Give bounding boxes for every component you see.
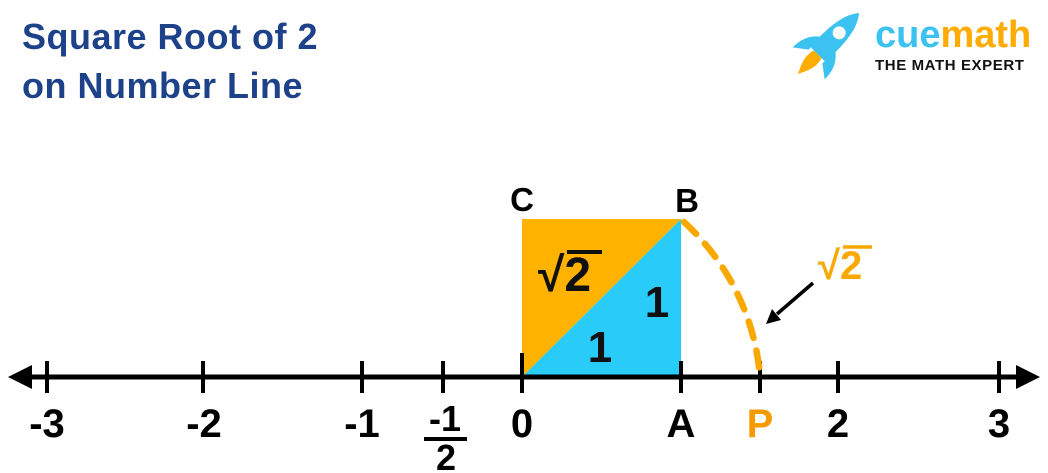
tick-labels: -3 -2 -1 0 A P 2 3 (29, 402, 1010, 446)
label-arc-sqrt2: √2 (818, 244, 862, 288)
brand-math: math (940, 14, 1032, 56)
rocket-window (832, 26, 846, 40)
label-unit-right: 1 (645, 278, 669, 327)
label-point-b: B (675, 182, 699, 219)
tick-label-a: A (667, 402, 696, 446)
tick-label-neg1: -1 (344, 402, 380, 446)
tick-label-zero: 0 (511, 402, 533, 446)
fraction-denominator: 2 (436, 437, 456, 473)
rocket-icon (792, 12, 860, 80)
number-line (18, 353, 1030, 393)
right-arrowhead-icon (1016, 365, 1040, 389)
rocket-body (810, 12, 860, 62)
cuemath-logo: cuemath THE MATH EXPERT (783, 0, 1048, 95)
label-unit-bottom: 1 (588, 323, 612, 372)
compass-arc (680, 218, 764, 380)
left-arrowhead-icon (8, 365, 32, 389)
square-lower-triangle (522, 219, 681, 377)
label-point-c: C (510, 181, 534, 218)
tick-label-p: P (747, 402, 774, 446)
tick-label-3: 3 (988, 402, 1010, 446)
brand-cue: cue (875, 14, 941, 56)
page-title: Square Root of 2 on Number Line (22, 12, 318, 110)
arrow-shaft (775, 281, 815, 316)
rocket-fin-right (822, 50, 836, 80)
rocket-flame (797, 50, 822, 75)
label-diagonal-sqrt2: √2 (538, 249, 591, 302)
logo-text: cuemath THE MATH EXPERT (875, 16, 1045, 74)
tick-label-neg-half-fraction: -1 2 (424, 398, 467, 473)
page-title-line2: on Number Line (22, 65, 304, 106)
page-title-line1: Square Root of 2 (22, 16, 319, 57)
tick-label-2: 2 (827, 402, 849, 446)
brand-tagline: THE MATH EXPERT (875, 57, 1025, 74)
brand-name: cuemath (875, 16, 1045, 54)
arrow-head (766, 309, 781, 324)
tick-label-neg2: -2 (186, 402, 222, 446)
fraction-numerator: -1 (429, 398, 461, 439)
tick-label-neg3: -3 (29, 402, 65, 446)
rocket-fin-left (792, 36, 822, 50)
arc-pointer-arrow-icon (766, 281, 815, 324)
